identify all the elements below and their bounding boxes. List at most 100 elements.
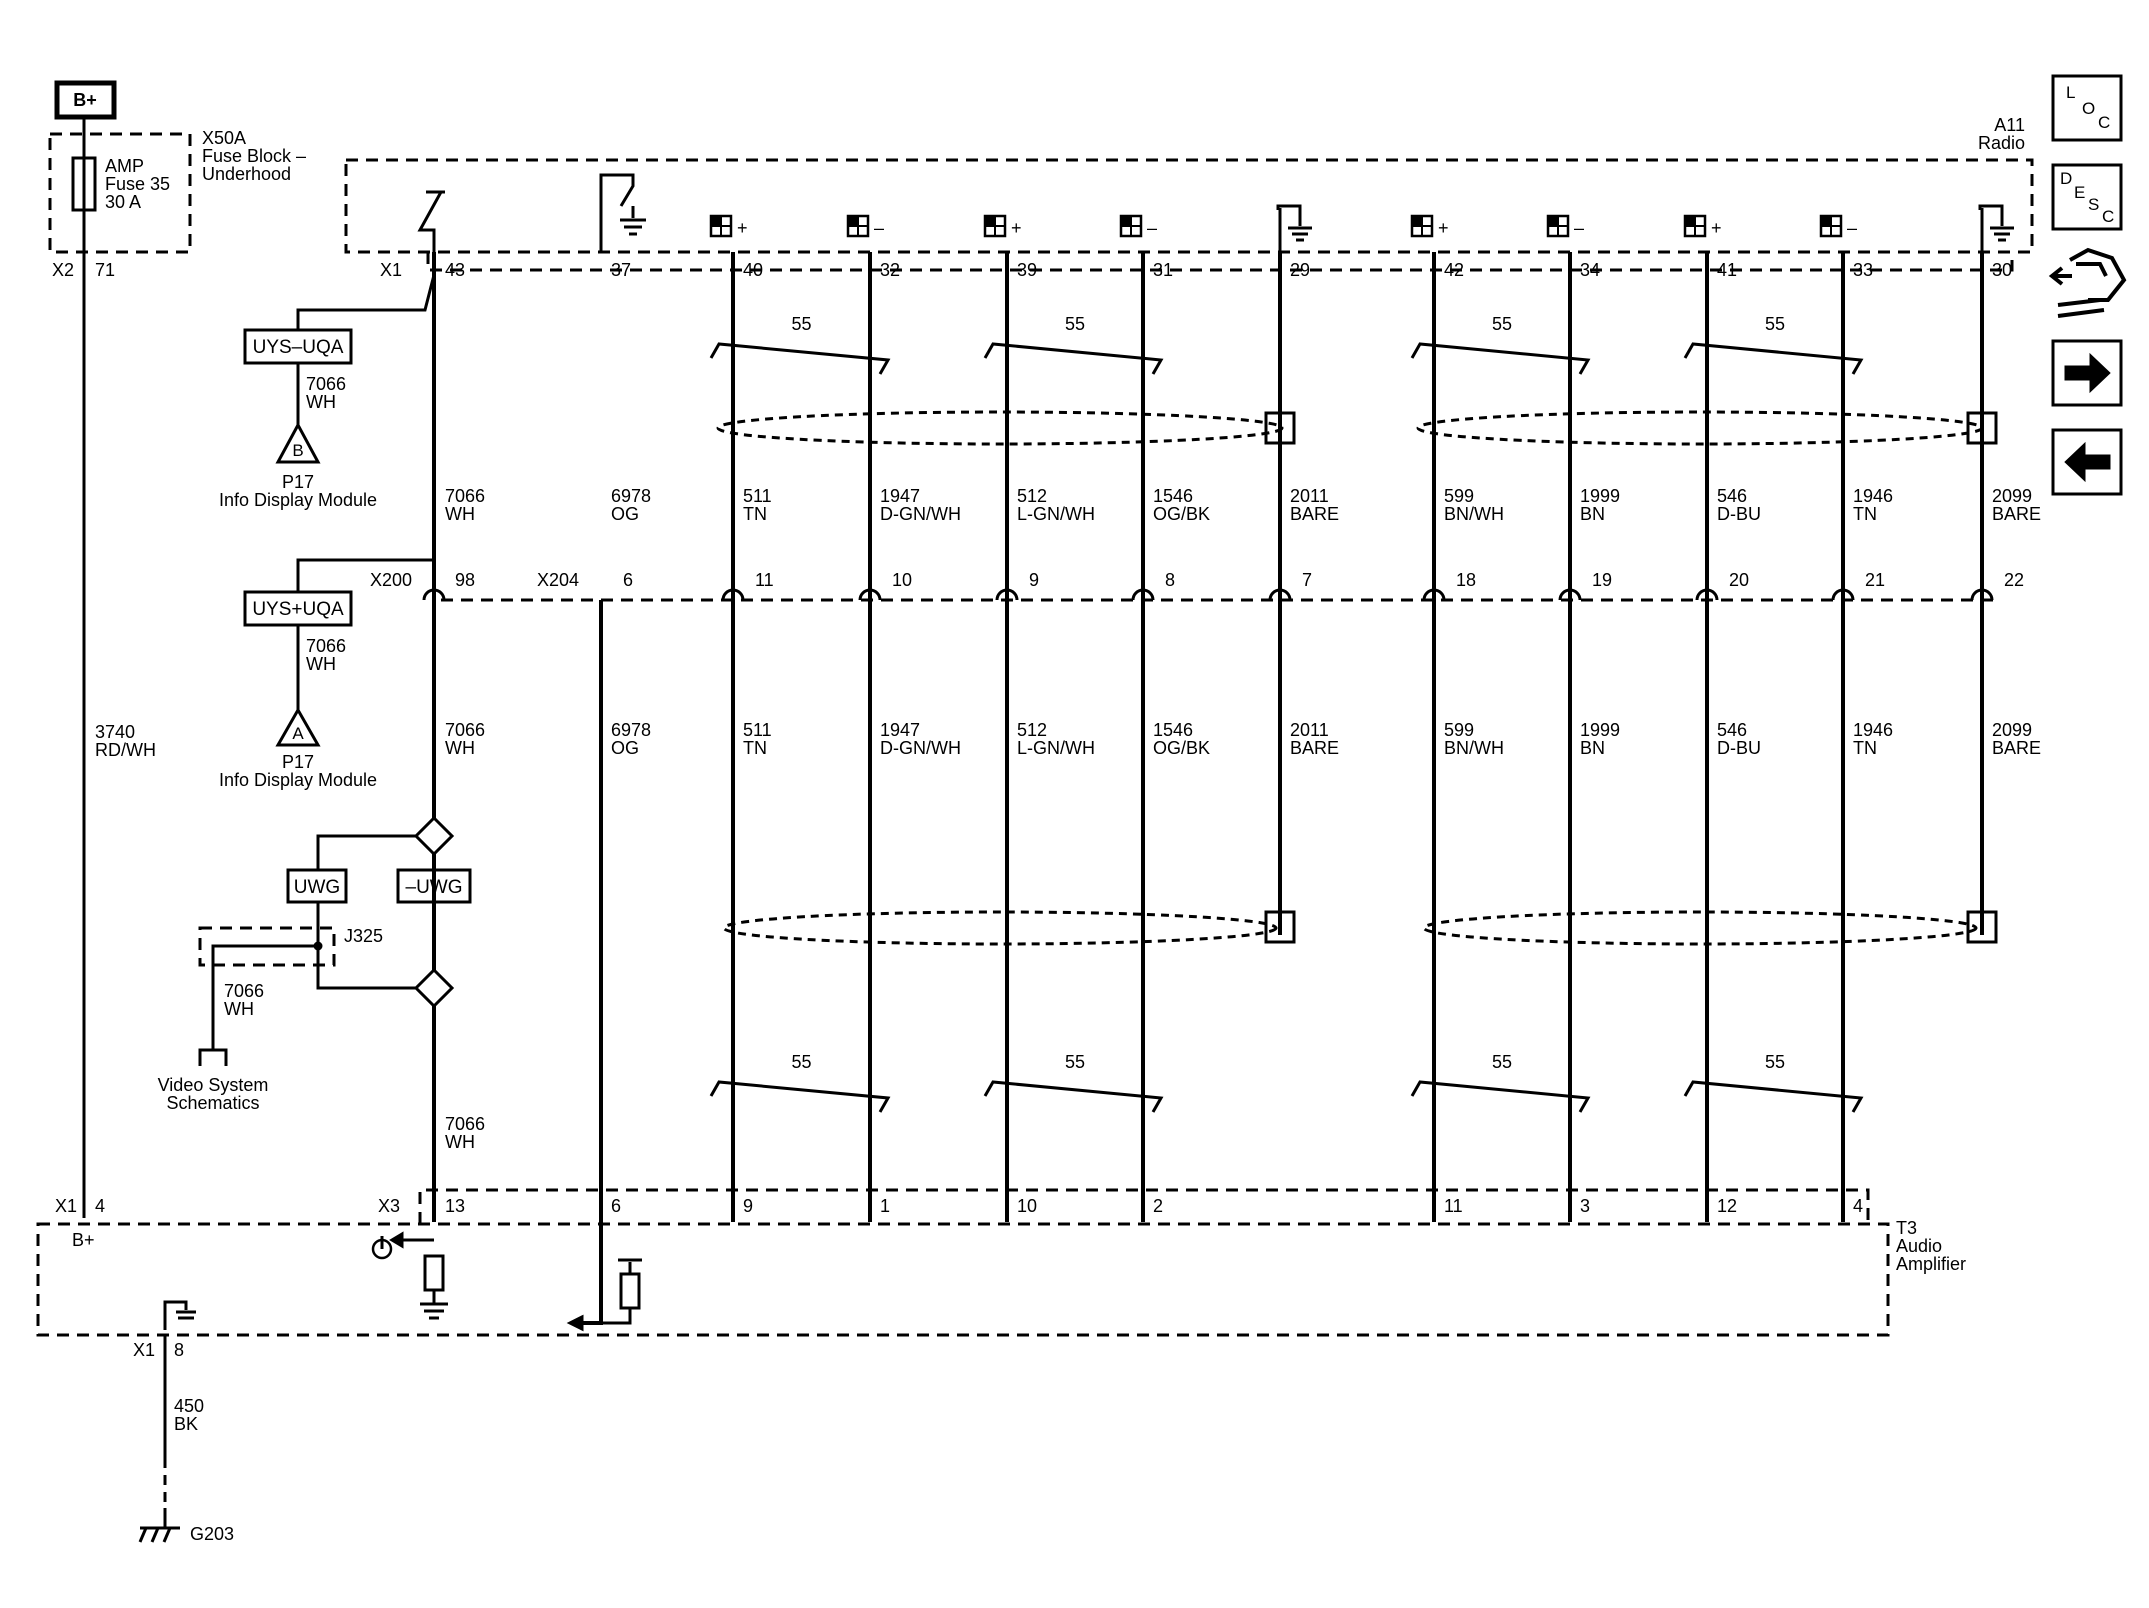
loc-icon-letter[interactable]: L bbox=[2066, 83, 2075, 102]
wire-circuit-bottom: 1946 bbox=[1853, 720, 1893, 740]
desc-icon-letter[interactable]: E bbox=[2074, 183, 2085, 202]
connector-b-triangle bbox=[275, 421, 321, 464]
ground-ref: G203 bbox=[190, 1524, 234, 1544]
wire-circuit-bottom: 1546 bbox=[1153, 720, 1193, 740]
polarity-sign: – bbox=[1147, 218, 1157, 238]
wire-color-top: TN bbox=[1853, 504, 1877, 524]
desc-icon-letter[interactable]: C bbox=[2102, 207, 2114, 226]
radio-pin: 29 bbox=[1290, 260, 1310, 280]
wire-color-top: L-GN/WH bbox=[1017, 504, 1095, 524]
inline-connector-arc bbox=[995, 588, 1019, 601]
twisted-pair-marker bbox=[1410, 1080, 1591, 1113]
x200-pin: 98 bbox=[455, 570, 475, 590]
connector-hand-icon[interactable] bbox=[2048, 247, 2127, 318]
inline-connector-arc bbox=[721, 588, 745, 601]
desc-button-frame[interactable] bbox=[2051, 163, 2123, 231]
loc-icon-letter[interactable]: C bbox=[2098, 113, 2110, 132]
amp-power-connector: X1 bbox=[55, 1196, 77, 1216]
loc-icon-letter[interactable]: O bbox=[2082, 99, 2095, 118]
twist-count: 55 bbox=[1765, 1052, 1785, 1072]
desc-icon-letter[interactable]: S bbox=[2088, 195, 2099, 214]
info-b-module-ref: P17 bbox=[282, 472, 314, 492]
amp-pin: 1 bbox=[880, 1196, 890, 1216]
amp-pin: 12 bbox=[1717, 1196, 1737, 1216]
wire-color-bottom: TN bbox=[1853, 738, 1877, 758]
twisted-pair-marker bbox=[1683, 342, 1864, 375]
inline-pin: 6 bbox=[623, 570, 633, 590]
radio-pin: 37 bbox=[611, 260, 631, 280]
radio-pin: 42 bbox=[1444, 260, 1464, 280]
wire-circuit-bottom: 546 bbox=[1717, 720, 1747, 740]
wire-circuit-top: 6978 bbox=[611, 486, 651, 506]
polarity-sign: – bbox=[1574, 218, 1584, 238]
polarity-sign: – bbox=[1847, 218, 1857, 238]
polarity-sign: + bbox=[737, 218, 748, 238]
wire-circuit-top: 511 bbox=[743, 486, 772, 506]
arrow-left-icon[interactable] bbox=[2064, 441, 2111, 483]
speaker-icon-fill bbox=[1121, 216, 1131, 226]
amp-ground-connector: X1 bbox=[133, 1340, 155, 1360]
twist-count: 55 bbox=[1492, 1052, 1512, 1072]
prev-button-frame[interactable] bbox=[2051, 428, 2123, 496]
info-b-pin: B bbox=[292, 441, 303, 460]
radio-pin: 39 bbox=[1017, 260, 1037, 280]
twisted-pair-marker bbox=[983, 1080, 1164, 1113]
inline-pin: 10 bbox=[892, 570, 912, 590]
wire-color-bottom: OG/BK bbox=[1153, 738, 1210, 758]
ground-circuit: 450 bbox=[174, 1396, 204, 1416]
wire-circuit-top: 1946 bbox=[1853, 486, 1893, 506]
amp-line-2: Amplifier bbox=[1896, 1254, 1966, 1274]
radio-pin: 32 bbox=[880, 260, 900, 280]
fuse-line-3: 30 A bbox=[105, 192, 141, 212]
inline-pin: 7 bbox=[1302, 570, 1312, 590]
loc-button-frame[interactable] bbox=[2051, 74, 2123, 142]
twist-count: 55 bbox=[1492, 314, 1512, 334]
video-line-1: Video System bbox=[158, 1075, 269, 1095]
bplus-label: B+ bbox=[73, 90, 97, 110]
wire-color-bottom: BARE bbox=[1992, 738, 2041, 758]
twisted-pair-marker bbox=[1410, 342, 1591, 375]
amp-pin: 9 bbox=[743, 1196, 753, 1216]
x200-label: X200 bbox=[370, 570, 412, 590]
speaker-icon-fill bbox=[1548, 216, 1558, 226]
wire-circuit-top: 1546 bbox=[1153, 486, 1193, 506]
info-a-module-ref: P17 bbox=[282, 752, 314, 772]
wire-circuit-bottom: 511 bbox=[743, 720, 772, 740]
wire-circuit-top: 512 bbox=[1017, 486, 1047, 506]
video-circuit: 7066 bbox=[224, 981, 264, 1001]
fuse-block-name-2: Underhood bbox=[202, 164, 291, 184]
amp-pin: 2 bbox=[1153, 1196, 1163, 1216]
fuse-connector: X2 bbox=[52, 260, 74, 280]
radio-pin: 33 bbox=[1853, 260, 1873, 280]
polarity-sign: + bbox=[1011, 218, 1022, 238]
wire-color-top: OG bbox=[611, 504, 639, 524]
info-a-circuit: 7066 bbox=[306, 636, 346, 656]
wake-top-color: WH bbox=[445, 504, 475, 524]
power-wire-circuit: 3740 bbox=[95, 722, 135, 742]
polarity-sign: + bbox=[1711, 218, 1722, 238]
twist-count: 55 bbox=[1765, 314, 1785, 334]
wire-color-bottom: D-BU bbox=[1717, 738, 1761, 758]
desc-icon-letter[interactable]: D bbox=[2060, 169, 2072, 188]
arrow-right-icon[interactable] bbox=[2064, 352, 2111, 394]
inline-pin: 20 bbox=[1729, 570, 1749, 590]
fuse-block-outline bbox=[48, 132, 192, 254]
polarity-sign: – bbox=[874, 218, 884, 238]
wire-color-bottom: BN bbox=[1580, 738, 1605, 758]
next-button-frame[interactable] bbox=[2051, 339, 2123, 407]
info-b-circuit: 7066 bbox=[306, 374, 346, 394]
wire-circuit-top: 1999 bbox=[1580, 486, 1620, 506]
amp-pin: 3 bbox=[1580, 1196, 1590, 1216]
inline-connector-arc bbox=[858, 588, 882, 601]
fuse-block-name-1: Fuse Block – bbox=[202, 146, 306, 166]
wire-circuit-bottom: 6978 bbox=[611, 720, 651, 740]
radio-connector: X1 bbox=[380, 260, 402, 280]
amp-ground-pin: 8 bbox=[174, 1340, 184, 1360]
amp-pin: 11 bbox=[1444, 1196, 1463, 1216]
wire-color-top: BN bbox=[1580, 504, 1605, 524]
radio-pin: 41 bbox=[1717, 260, 1737, 280]
speaker-icon-fill bbox=[711, 216, 721, 226]
wire-circuit-bottom: 512 bbox=[1017, 720, 1047, 740]
amp-line-1: Audio bbox=[1896, 1236, 1942, 1256]
speaker-icon-fill bbox=[985, 216, 995, 226]
